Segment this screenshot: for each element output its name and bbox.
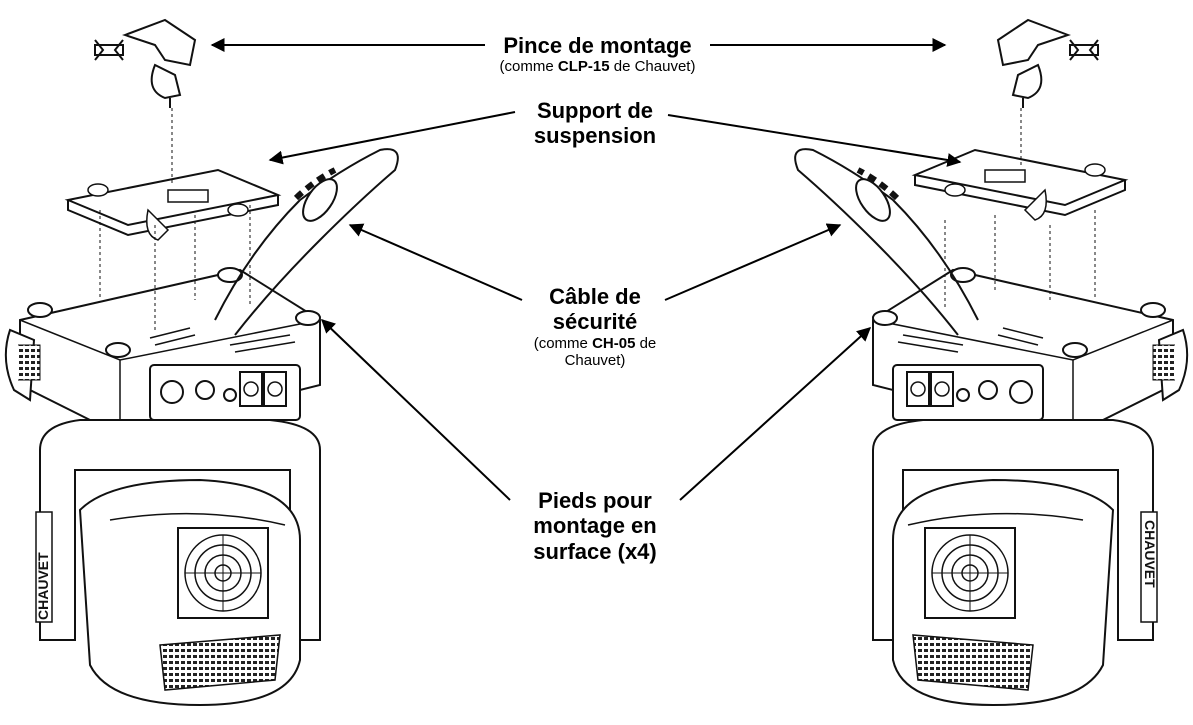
label-clamp-title: Pince de montage <box>503 33 692 58</box>
label-clamp: Pince de montage (comme CLP-15 de Chauve… <box>455 33 740 76</box>
label-safety-cable: Câble de sécurité (comme CH-05 de Chauve… <box>490 284 700 369</box>
label-feet-line2: montage en <box>533 513 657 539</box>
label-feet: Pieds pour montage en surface (x4) <box>490 488 700 564</box>
fixture-logo-right: CHAUVET <box>1142 520 1158 588</box>
dashed-guides-right <box>944 108 1096 310</box>
callout-arrows <box>210 38 962 501</box>
label-safety-line2: sécurité <box>552 309 638 335</box>
label-feet-line1: Pieds pour <box>538 488 652 513</box>
dashed-guides-left <box>99 108 251 330</box>
arrow-safety-right <box>664 223 842 301</box>
fixture-logo-left: CHAUVET <box>35 552 51 620</box>
label-safety-sub: (comme CH-05 de <box>533 334 657 352</box>
fixture-right <box>872 267 1189 706</box>
clamp-left <box>94 19 196 109</box>
arrow-feet-left <box>320 319 511 501</box>
label-bracket-line2: suspension <box>533 123 657 149</box>
fixture-logo-text-right: CHAUVET <box>1142 520 1158 588</box>
label-bracket-line1: Support de <box>536 98 654 123</box>
fixture-left <box>4 267 321 706</box>
arrow-bracket-left <box>268 111 516 165</box>
label-bracket: Support de suspension <box>490 98 700 149</box>
arrow-bracket-right <box>667 114 962 167</box>
safety-cable-left <box>214 148 399 336</box>
label-clamp-sub: (comme CLP-15 de Chauvet) <box>499 58 696 76</box>
arrow-safety-left <box>348 223 523 301</box>
safety-cable-right <box>794 148 979 336</box>
label-safety-sub2: Chauvet) <box>564 351 626 369</box>
clamp-right <box>997 19 1099 109</box>
label-feet-line3: surface (x4) <box>533 538 657 564</box>
arrow-feet-right <box>679 327 872 501</box>
label-safety-line1: Câble de <box>549 284 641 309</box>
fixture-logo-text-left: CHAUVET <box>35 552 51 620</box>
